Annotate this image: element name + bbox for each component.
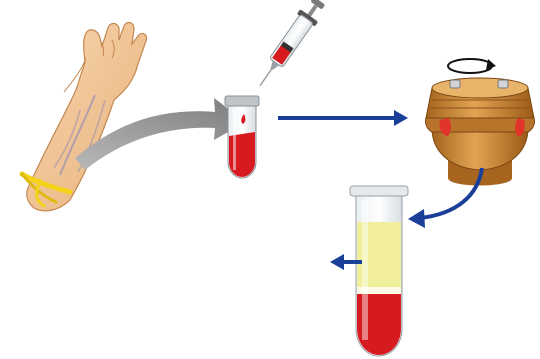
blue-arrow-right-icon	[278, 110, 408, 126]
blood-tube-icon	[225, 96, 259, 178]
separated-tube-icon	[350, 186, 408, 356]
syringe-icon	[251, 0, 329, 92]
rotation-arrow-icon	[448, 59, 496, 73]
centrifuge-icon	[425, 59, 534, 186]
